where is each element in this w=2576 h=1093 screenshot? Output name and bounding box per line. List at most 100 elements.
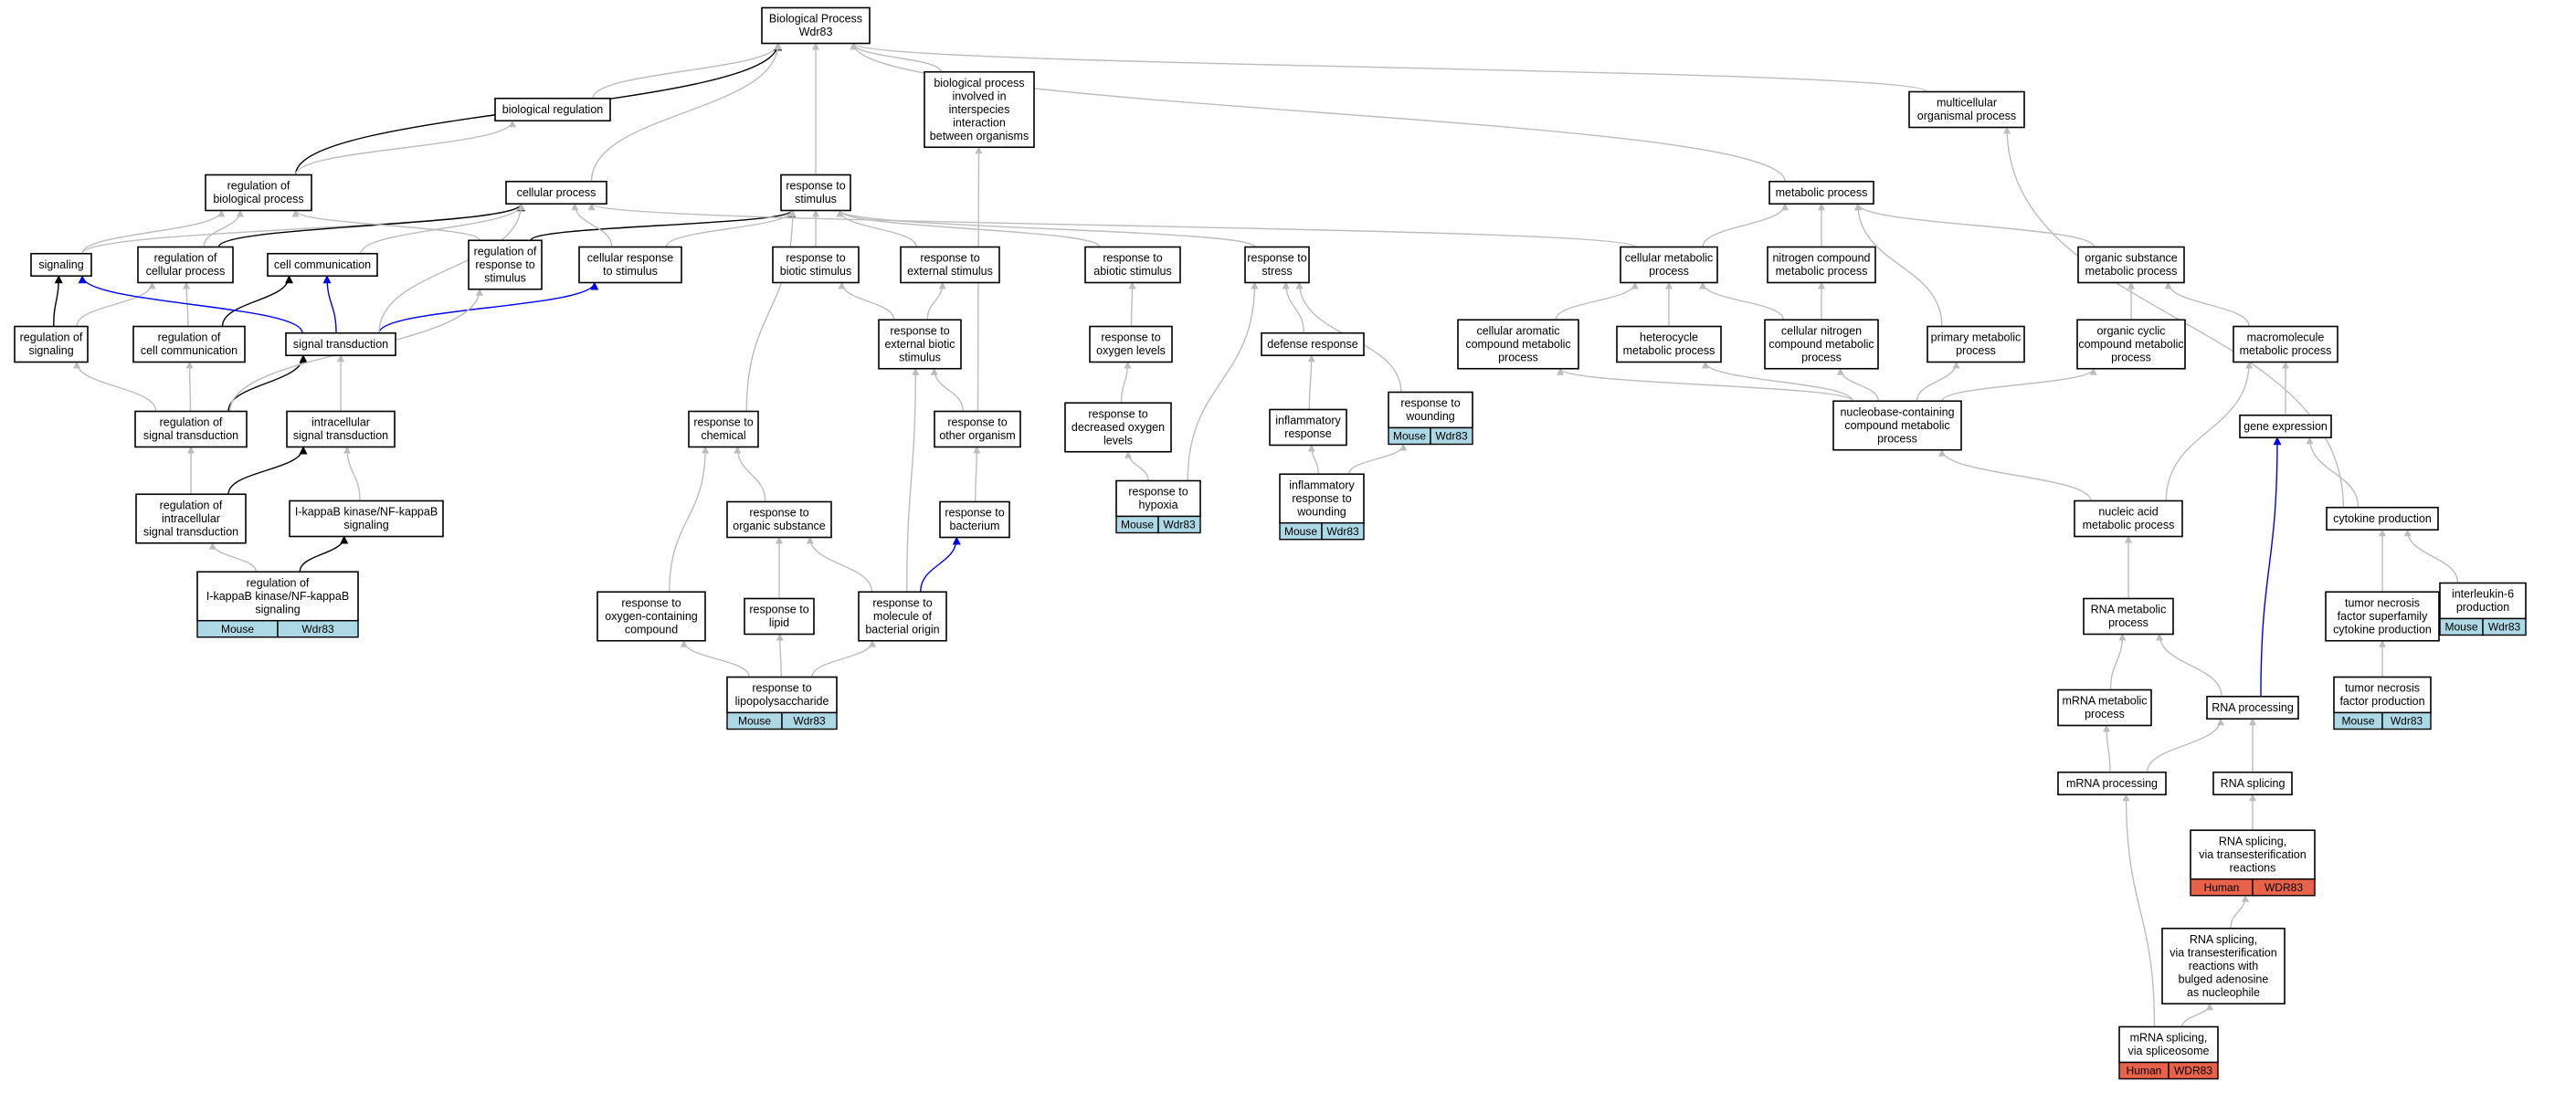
edge-regcellcomm-to-regcell (183, 281, 191, 327)
edge-multicell-to-bp (850, 42, 1927, 93)
edge-mrnasplice-to-rnasplicebulged (2181, 1003, 2213, 1027)
node-mrnaproc[interactable]: mRNA processing (2057, 771, 2167, 796)
node-label-line: via spliceosome (2128, 1045, 2210, 1057)
node-cellproc[interactable]: cellular process (505, 180, 607, 205)
node-box (2233, 325, 2338, 363)
node-box (1620, 246, 1718, 284)
edge-mrnasplice-to-mrnaproc (2122, 793, 2156, 1027)
edge-bioreg-to-bp (592, 42, 782, 99)
node-label-line: molecule of (873, 610, 932, 623)
node-label-line: compound metabolic (1768, 338, 1874, 351)
node-label-line: heterocycle (1640, 331, 1698, 344)
edge-oxylev-to-abiotic (1128, 281, 1136, 327)
node-bioreg[interactable]: biological regulation (494, 97, 611, 122)
node-sigtrans[interactable]: signal transduction (285, 331, 396, 357)
node-regikappab[interactable]: regulation ofI-kappaB kinase/NF-kappaBsi… (196, 571, 359, 638)
node-label-line: response to (1103, 252, 1162, 265)
node-signaling[interactable]: signaling (30, 252, 92, 278)
node-label-line: cellular metabolic (1625, 252, 1714, 265)
node-label-line: abiotic stimulus (1093, 265, 1171, 278)
node-defense[interactable]: defense response (1261, 331, 1365, 357)
node-label-line: as nucleophile (2187, 986, 2260, 999)
node-rnasplicetrans[interactable]: RNA splicing,via transesterificationreac… (2190, 829, 2316, 897)
node-geneexp[interactable]: gene expression (2239, 414, 2332, 439)
gene-label: Wdr83 (793, 715, 826, 728)
node-label-line: response to (693, 416, 753, 429)
edge-inflamwound-to-wounding (1348, 443, 1408, 475)
species-label: Mouse (738, 715, 771, 728)
node-label-line: signaling (255, 603, 300, 615)
node-label-line: response to (475, 258, 534, 271)
node-box (30, 252, 92, 278)
node-label-line: response to (621, 596, 681, 609)
node-label-line: signal transduction (293, 429, 388, 442)
node-rnasplicebulged[interactable]: RNA splicing,via transesterificationreac… (2161, 927, 2286, 1005)
node-label-line: Wdr83 (799, 26, 833, 38)
node-label-line: levels (1103, 434, 1133, 447)
node-label-line: process (1498, 351, 1538, 363)
node-cellcomm[interactable]: cell communication (267, 252, 378, 278)
node-label-line: lipid (769, 616, 789, 629)
node-cytokine[interactable]: cytokine production (2326, 506, 2439, 531)
edge-external-to-respstim (836, 209, 917, 247)
node-rnaproc[interactable]: RNA processing (2206, 695, 2299, 720)
node-rnasplice[interactable]: RNA splicing (2212, 771, 2293, 796)
node-label-line: inflammatory (1275, 415, 1341, 427)
node-metab[interactable]: metabolic process (1768, 180, 1874, 205)
edge-regcell-to-cellproc (217, 203, 525, 247)
node-label-line: bacterial origin (865, 623, 939, 636)
node-label-line: cellular process (146, 265, 226, 278)
